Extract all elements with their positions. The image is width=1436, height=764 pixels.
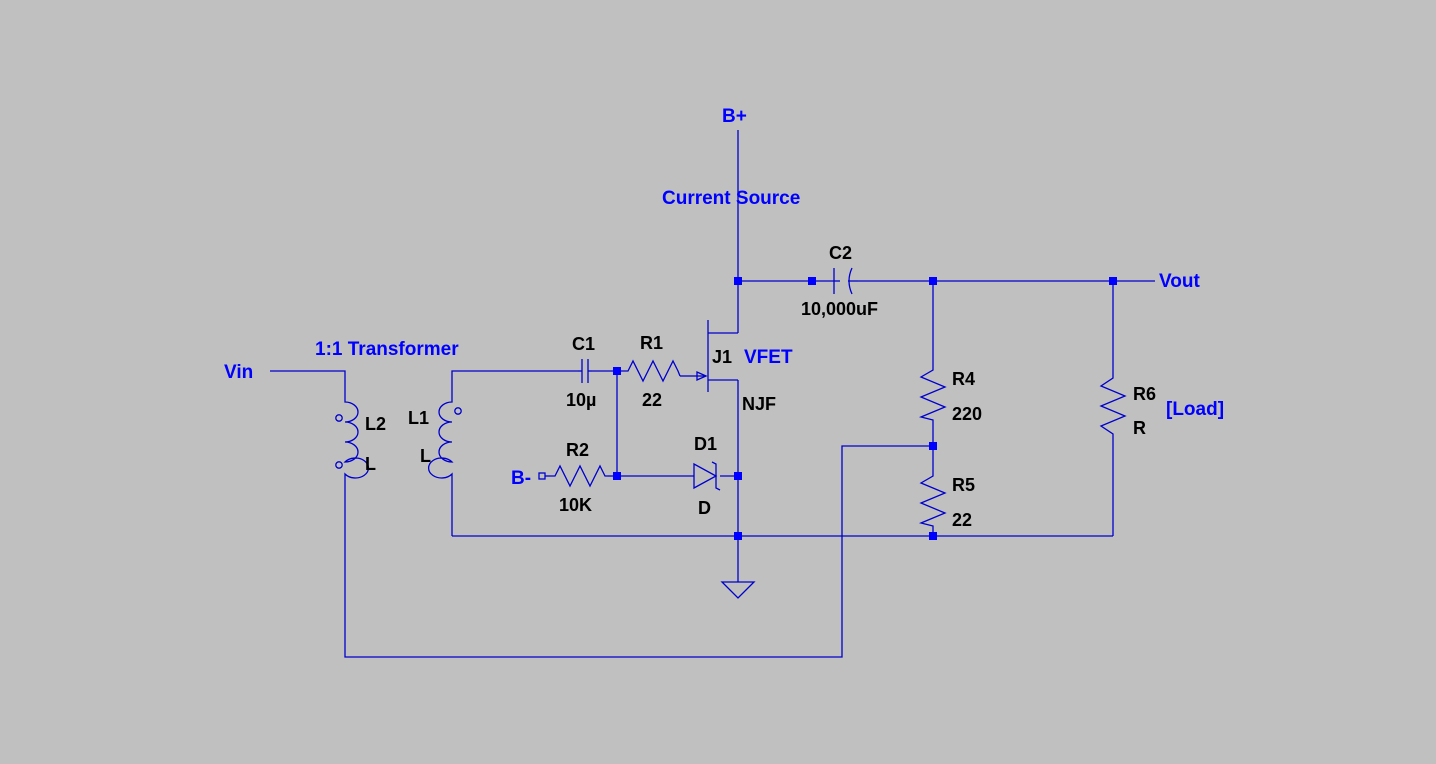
- c2-ref-label: C2: [829, 243, 852, 263]
- junction-r4-top: [929, 277, 937, 285]
- r2-value-label: 10K: [559, 495, 592, 515]
- junction-r6-top: [1109, 277, 1117, 285]
- c2-value-label: 10,000uF: [801, 299, 878, 319]
- j1-symbol[interactable]: [694, 320, 738, 392]
- r1-ref-label: R1: [640, 333, 663, 353]
- wires: [270, 130, 1155, 658]
- j1-name-label: VFET: [744, 347, 793, 368]
- r6-symbol[interactable]: [1099, 372, 1127, 440]
- d1-ref-label: D1: [694, 434, 717, 454]
- junction-source-d1: [734, 472, 742, 480]
- r6-ref-label: R6: [1133, 384, 1156, 404]
- c1-ref-label: C1: [572, 334, 595, 354]
- r4-symbol[interactable]: [918, 366, 947, 424]
- l1-symbol[interactable]: [427, 398, 462, 479]
- r5-symbol[interactable]: [918, 472, 947, 530]
- annotation-load: [Load]: [1166, 399, 1224, 420]
- wire-l1-to-c1: [451, 370, 578, 398]
- junction-drain: [734, 277, 742, 285]
- ground-icon: [720, 581, 756, 599]
- l1-ref-label: L1: [408, 408, 429, 428]
- r2-ref-label: R2: [566, 440, 589, 460]
- annotation-transformer: 1:1 Transformer: [315, 339, 459, 360]
- l1-value-label: L: [420, 446, 431, 466]
- junction-r2-d1-node: [613, 472, 621, 480]
- r2-symbol[interactable]: [550, 464, 608, 488]
- c1-value-label: 10µ: [566, 390, 596, 410]
- c1-symbol[interactable]: [578, 359, 592, 383]
- junction-c2-left: [808, 277, 816, 285]
- annotation-current-source: Current Source: [662, 188, 800, 209]
- l2-ref-label: L2: [365, 414, 386, 434]
- c2-symbol[interactable]: [833, 267, 858, 295]
- net-label-vout: Vout: [1159, 271, 1200, 292]
- bminus-port-icon[interactable]: [538, 472, 546, 480]
- wire-vin-to-l2: [270, 370, 346, 398]
- j1-ref-label: J1: [712, 347, 732, 367]
- r6-value-label: R: [1133, 418, 1146, 438]
- r1-value-label: 22: [642, 390, 662, 410]
- wire-l2-feedback: [344, 445, 933, 658]
- r1-symbol[interactable]: [622, 359, 681, 383]
- junction-r4-r5: [929, 442, 937, 450]
- net-label-bminus: B-: [511, 468, 531, 489]
- junction-r5-bottom: [929, 532, 937, 540]
- r4-ref-label: R4: [952, 369, 975, 389]
- j1-value-label: NJF: [742, 394, 776, 414]
- l2-value-label: L: [365, 454, 376, 474]
- r5-ref-label: R5: [952, 475, 975, 495]
- r5-value-label: 22: [952, 510, 972, 530]
- junctions: [613, 277, 1117, 540]
- junction-gate-node: [613, 367, 621, 375]
- net-label-vin: Vin: [224, 362, 253, 383]
- d1-value-label: D: [698, 498, 711, 518]
- d1-symbol[interactable]: [693, 461, 721, 491]
- junction-ground-bus: [734, 532, 742, 540]
- net-label-bplus: B+: [722, 106, 747, 127]
- l2-symbol[interactable]: [335, 398, 370, 479]
- r4-value-label: 220: [952, 404, 982, 424]
